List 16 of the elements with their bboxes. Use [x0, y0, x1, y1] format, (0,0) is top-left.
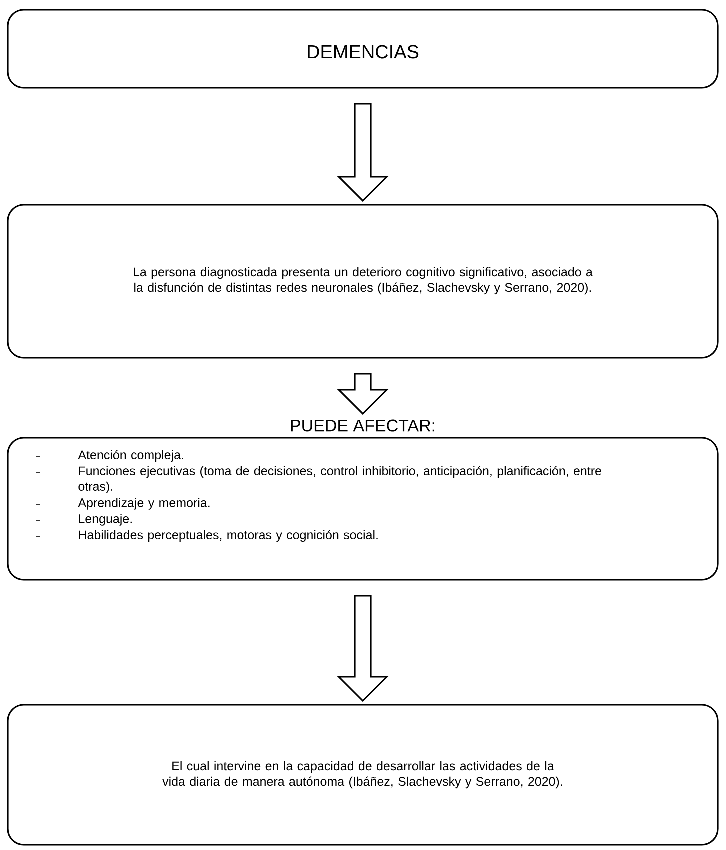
- rounded-box: [7, 204, 719, 359]
- rounded-box: [7, 420, 719, 581]
- block-arrow: [337, 103, 389, 202]
- box-text: La persona diagnosticada presenta un deterioro cognitivo significativo, asociado a la disfunción de distintas redes neuronales (Ibáñez, Slachevsky y Serrano, 2020).: [134, 267, 593, 295]
- box-text: El cual intervine en la capacidad de desarrollar las actividades de la vida diaria de manera autónoma (Ibáñez, Slachevsky y Serrano, 2020).: [162, 761, 562, 789]
- block-arrow: [337, 373, 389, 416]
- heading: PUEDE AFECTAR:: [291, 420, 434, 432]
- list-item: Lenguaje.: [79, 514, 132, 526]
- box-text: DEMENCIAS: [308, 45, 419, 59]
- list-item: Atención compleja.: [78, 450, 184, 462]
- list-item: Funciones ejecutivas (toma de decisiones, control inhibitorio, anticipación, planificación, entre otras).: [78, 466, 602, 494]
- list-item: Habilidades perceptuales, motoras y cognición social.: [79, 530, 378, 542]
- rounded-box: [7, 9, 719, 89]
- block-arrow: [337, 595, 389, 702]
- rounded-box: [7, 704, 719, 846]
- list-item: Aprendizaje y memoria.: [78, 498, 210, 510]
